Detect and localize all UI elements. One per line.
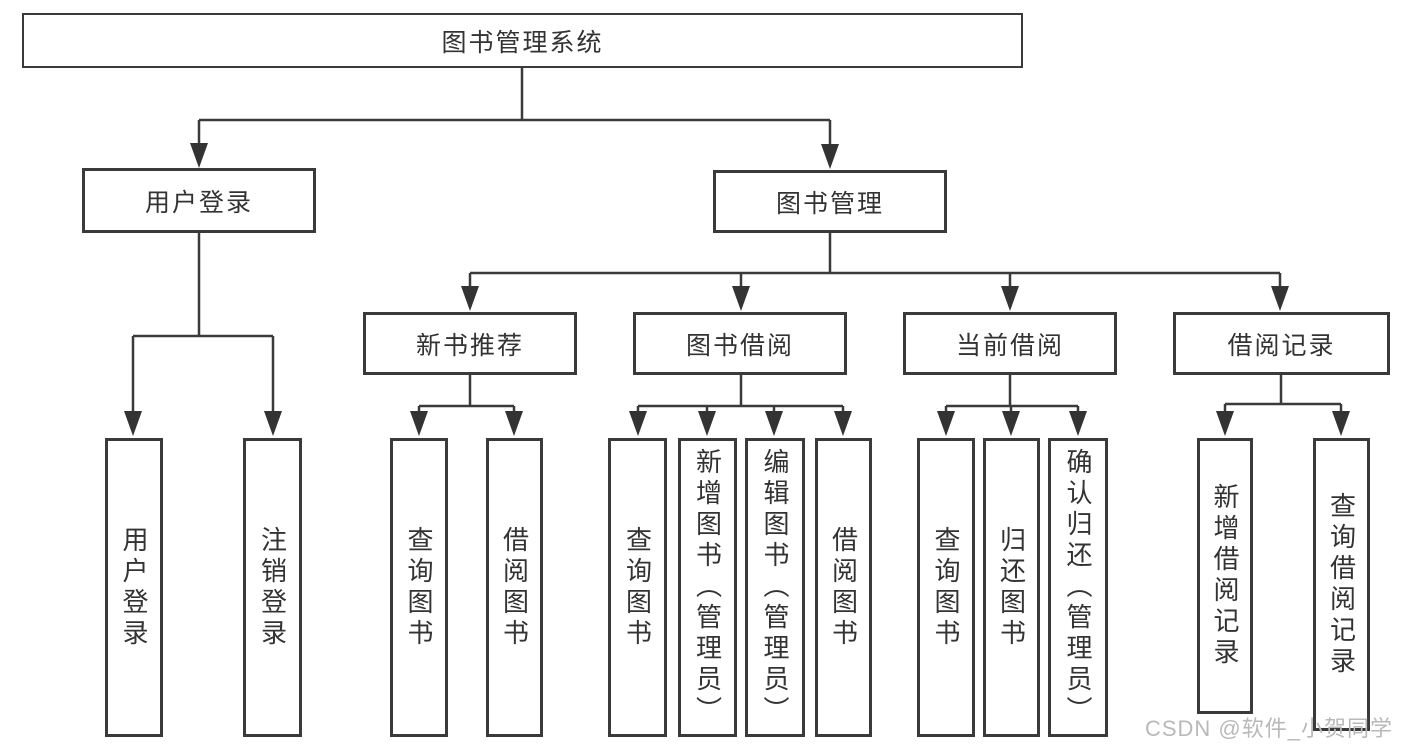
- node-label: 查询借阅记录: [1326, 491, 1357, 678]
- leaf-borrow-books-recommend: 借阅图书: [486, 438, 543, 737]
- node-label: 借阅记录: [1227, 331, 1336, 360]
- csdn-watermark: CSDN @软件_小贺同学: [1144, 716, 1393, 741]
- node-label: 当前借阅: [955, 331, 1064, 360]
- connector-arrowheads: [124, 143, 1350, 436]
- leaf-query-books-current: 查询图书: [917, 438, 975, 737]
- leaf-borrow-books-borrowing: 借阅图书: [815, 438, 872, 737]
- arrowhead: [732, 286, 750, 311]
- node-label: 注销登录: [257, 525, 288, 650]
- node-label: 图书管理系统: [441, 28, 604, 57]
- node-label: 新增图书（管理员）: [692, 448, 723, 727]
- leaf-query-books-borrowing: 查询图书: [608, 438, 667, 737]
- node-new-book-recommendation: 新书推荐: [363, 312, 577, 375]
- arrowhead: [1069, 411, 1087, 436]
- connector-lines: [131, 68, 1343, 414]
- arrowhead: [765, 411, 783, 436]
- node-label: 用户登录: [119, 525, 149, 650]
- arrowhead: [410, 411, 428, 436]
- arrowhead: [461, 286, 479, 311]
- node-label: 查询图书: [622, 525, 653, 650]
- node-label: 新书推荐: [415, 331, 524, 360]
- leaf-add-borrow-record: 新增借阅记录: [1197, 438, 1253, 714]
- node-label: 图书管理: [775, 189, 884, 218]
- arrowhead: [1001, 286, 1019, 311]
- arrowhead: [698, 411, 716, 436]
- leaf-query-books-recommend: 查询图书: [390, 438, 448, 737]
- arrowhead: [1271, 286, 1289, 311]
- arrowhead: [834, 411, 852, 436]
- arrowhead: [821, 144, 839, 169]
- node-label: 编辑图书（管理员）: [760, 448, 790, 727]
- node-label: 借阅图书: [499, 525, 530, 650]
- node-book-management: 图书管理: [713, 170, 947, 233]
- node-label: 查询图书: [404, 525, 434, 650]
- arrowhead: [264, 411, 282, 436]
- node-label: 归还图书: [996, 525, 1027, 650]
- leaf-query-borrow-record: 查询借阅记录: [1313, 438, 1370, 731]
- node-label: 确认归还（管理员）: [1063, 448, 1093, 727]
- node-current-borrowing: 当前借阅: [903, 312, 1117, 375]
- leaf-confirm-return-admin: 确认归还（管理员）: [1048, 438, 1108, 737]
- node-label: 图书借阅: [685, 331, 794, 360]
- arrowhead: [1216, 411, 1234, 436]
- node-root-library-system: 图书管理系统: [22, 13, 1023, 68]
- leaf-return-books: 归还图书: [983, 438, 1040, 737]
- leaf-user-login: 用户登录: [105, 438, 163, 737]
- node-book-borrowing: 图书借阅: [633, 312, 847, 375]
- arrowhead: [190, 143, 208, 168]
- node-label: 用户登录: [144, 188, 253, 217]
- arrowhead: [1332, 411, 1350, 436]
- leaf-add-book-admin: 新增图书（管理员）: [678, 438, 737, 737]
- arrowhead: [1002, 411, 1020, 436]
- leaf-edit-book-admin: 编辑图书（管理员）: [745, 438, 805, 737]
- node-label: 查询图书: [931, 525, 961, 650]
- arrowhead: [124, 411, 142, 436]
- arrowhead: [937, 411, 955, 436]
- node-label: 新增借阅记录: [1210, 483, 1240, 669]
- node-label: 借阅图书: [828, 525, 859, 650]
- arrowhead: [505, 411, 523, 436]
- leaf-logout: 注销登录: [243, 438, 302, 737]
- node-user-login: 用户登录: [82, 168, 316, 233]
- arrowhead: [629, 411, 647, 436]
- node-borrowing-records: 借阅记录: [1173, 312, 1390, 375]
